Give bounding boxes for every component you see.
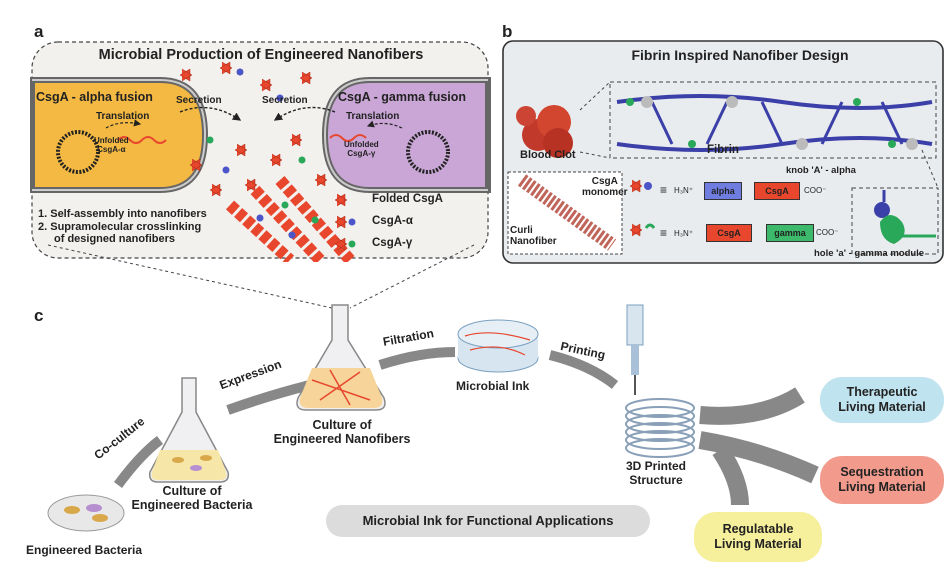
printed-line2: Structure: [629, 472, 683, 487]
therapeutic-line2: Living Material: [838, 400, 926, 414]
therapeutic-line1: Therapeutic: [846, 385, 918, 399]
culture-nanofibers-line1: Culture of: [312, 418, 372, 432]
engineered-bacteria-label: Engineered Bacteria: [26, 543, 143, 557]
knob-label: knob 'A' - alpha: [786, 165, 856, 176]
alpha-cell-label: CsgA - alpha fusion: [36, 90, 153, 104]
secretion-right-label: Secretion: [262, 95, 308, 106]
zoom-connector-lines: [47, 244, 475, 309]
panel-b-letter: b: [502, 22, 513, 41]
legend-csga-alpha: CsgA-α: [372, 215, 413, 227]
csga-monomer-line2: monomer: [582, 187, 628, 198]
step-list: 1. Self-assembly into nanofibers 2. Supr…: [38, 208, 207, 246]
step-2: 2. Supramolecular crosslinking: [38, 220, 202, 233]
csga-monomer-label: CsgA monomer: [582, 176, 628, 198]
culture-bacteria-line1: Culture of: [162, 484, 222, 498]
panel-c-letter: c: [34, 306, 44, 325]
equiv-symbol-gamma: ≡: [660, 226, 668, 240]
panel-c-graphic: [47, 304, 819, 532]
fibrin-label: Fibrin: [707, 144, 739, 156]
sequestration-line2: Living Material: [838, 480, 926, 494]
curli-line2: Nanofiber: [510, 236, 557, 247]
microbial-ink-label: Microbial Ink: [456, 379, 530, 393]
culture-nanofibers-line2: Engineered Nanofibers: [273, 432, 411, 447]
curli-nanofiber-label: Curli Nanofiber: [510, 225, 557, 247]
unfolded-gamma-line1: Unfolded: [344, 140, 379, 149]
alpha-domain: alpha: [704, 182, 742, 200]
sequestration-badge: Sequestration Living Material: [820, 456, 944, 504]
gamma-domain: gamma: [766, 224, 814, 242]
coo-alpha: COO⁻: [804, 186, 827, 195]
unfolded-alpha-line2: CsgA-α: [97, 145, 126, 154]
step-1: 1. Self-assembly into nanofibers: [38, 208, 207, 220]
legend-csga-gamma: CsgA-γ: [372, 237, 413, 249]
blood-clot-icon: [516, 105, 573, 158]
applications-banner: Microbial Ink for Functional Application…: [326, 505, 650, 537]
equiv-symbol-alpha: ≡: [660, 183, 668, 197]
csga-domain-gamma: CsgA: [706, 224, 752, 242]
hole-label: hole 'a' - gamma module: [814, 248, 925, 259]
fibrin-strands: [616, 94, 933, 152]
unfolded-alpha-line1: Unfolded: [94, 136, 129, 145]
h3n-alpha: H₃N⁺: [674, 186, 694, 195]
step-2-cont: of designed nanofibers: [54, 233, 176, 246]
culture-bacteria-line2: Engineered Bacteria: [131, 498, 253, 513]
plasmid-right-icon: [406, 130, 450, 174]
regulatable-badge: Regulatable Living Material: [694, 512, 822, 562]
panel-a-letter: a: [34, 22, 44, 41]
translation-right-label: Translation: [346, 111, 400, 122]
gamma-cell-label: CsgA - gamma fusion: [338, 90, 467, 104]
panel-b-graphic: [502, 40, 944, 264]
regulatable-line1: Regulatable: [722, 522, 794, 536]
translation-left-label: Translation: [96, 111, 150, 122]
panel-a-title: Microbial Production of Engineered Nanof…: [98, 47, 424, 63]
unfolded-gamma-label: Unfolded CsgA-γ: [344, 140, 379, 158]
culture-nanofibers-label: Culture of Engineered Nanofibers: [262, 418, 422, 447]
csga-domain-alpha: CsgA: [754, 182, 800, 200]
panel-a-graphic: [30, 41, 491, 262]
panel-b-title: Fibrin Inspired Nanofiber Design: [631, 47, 849, 63]
culture-bacteria-label: Culture of Engineered Bacteria: [122, 484, 262, 513]
petri-dish-icon: [47, 494, 125, 532]
printed-line1: 3D Printed: [625, 459, 686, 473]
legend-folded-csga: Folded CsgA: [372, 193, 443, 205]
plasmid-left-icon: [56, 130, 100, 174]
printed-structure-label: 3D Printed Structure: [606, 459, 706, 488]
curli-line1: Curli: [510, 225, 533, 236]
therapeutic-badge: Therapeutic Living Material: [820, 377, 944, 423]
regulatable-line2: Living Material: [714, 537, 802, 551]
printed-coil-icon: [625, 398, 695, 458]
unfolded-alpha-label: Unfolded CsgA-α: [94, 136, 129, 154]
syringe-icon: [626, 304, 644, 346]
blood-clot-label: Blood Clot: [520, 149, 576, 161]
coo-gamma: COO⁻: [816, 228, 839, 237]
curli-fiber-icon: [517, 174, 617, 251]
sequestration-line1: Sequestration: [840, 465, 924, 479]
unfolded-gamma-line2: CsgA-γ: [347, 149, 376, 158]
secretion-left-label: Secretion: [176, 95, 222, 106]
h3n-gamma: H₃N⁺: [674, 229, 694, 238]
csga-monomer-line1: CsgA: [591, 176, 618, 187]
